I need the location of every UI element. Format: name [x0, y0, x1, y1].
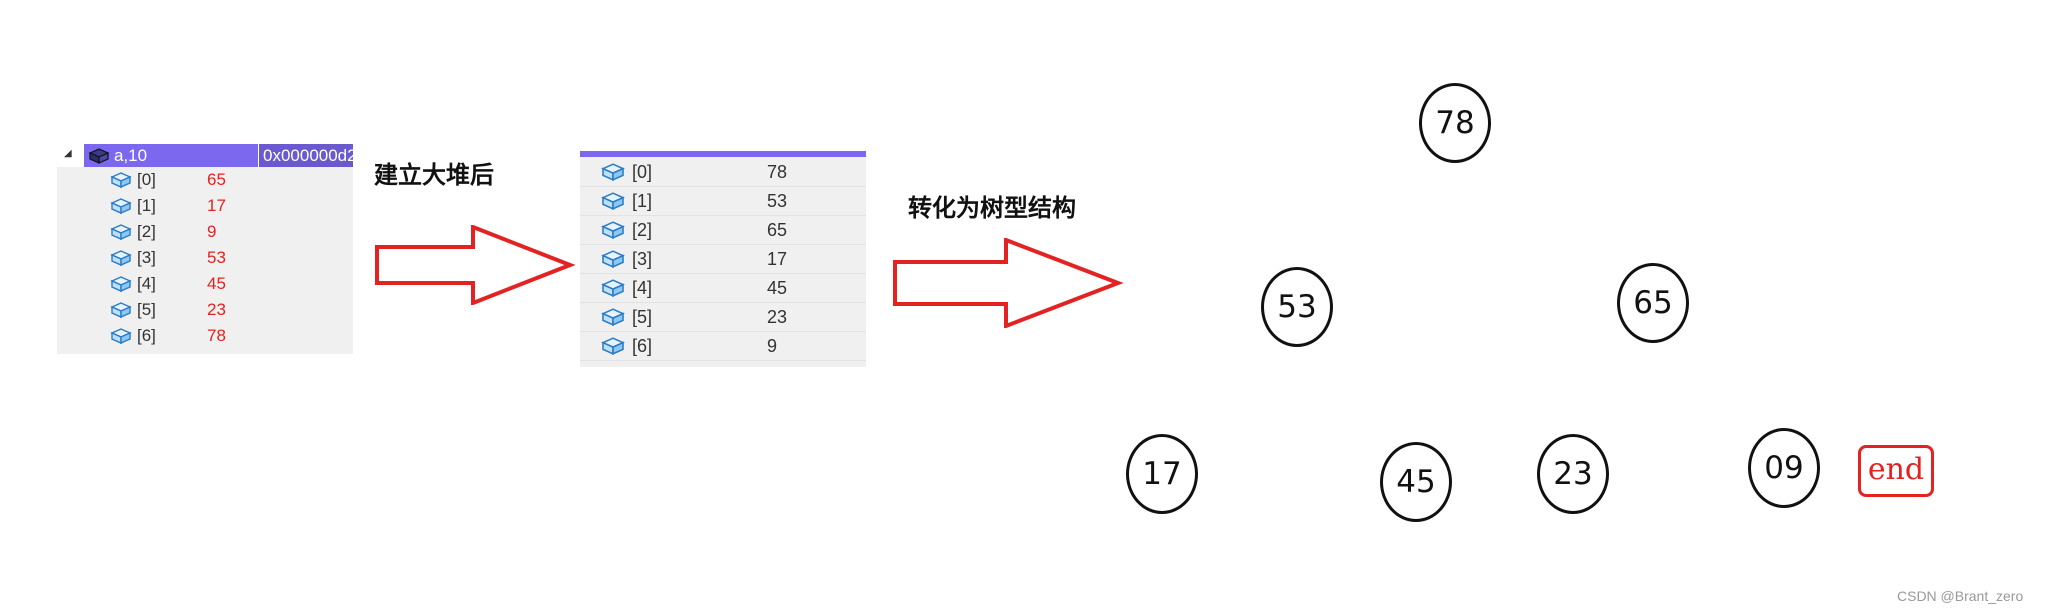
caption-to-tree: 转化为树型结构 [908, 193, 1076, 222]
row-index: [3] [632, 249, 653, 269]
field-icon [601, 337, 625, 355]
watch-panel-before: ◢ a,10 0x000000d23deff9 [0] 65 [57, 144, 353, 354]
field-icon [110, 250, 132, 267]
row-index: [1] [632, 191, 653, 211]
field-icon [110, 328, 132, 345]
field-icon [110, 302, 132, 319]
watch-row[interactable]: [2] 65 [580, 216, 866, 245]
object-icon [88, 148, 110, 164]
row-index: [0] [137, 170, 156, 189]
field-icon [601, 250, 625, 268]
right-arrow-icon [375, 225, 575, 305]
field-icon [110, 172, 132, 189]
end-label: end [1858, 445, 1934, 497]
row-value: 9 [207, 222, 217, 241]
row-value: 78 [767, 162, 788, 182]
tree-node-left: 53 [1261, 267, 1333, 347]
row-index: [4] [137, 274, 156, 293]
row-index: [4] [632, 278, 653, 298]
watch-row[interactable]: [4] 45 [57, 272, 353, 298]
watch-row[interactable]: [3] 17 [580, 245, 866, 274]
row-index: [6] [137, 326, 156, 345]
tree-node-leaf: 09 [1748, 428, 1820, 508]
field-icon [110, 224, 132, 241]
row-value: 23 [767, 307, 788, 327]
watch-header-strip [580, 151, 866, 157]
row-value: 45 [767, 278, 788, 298]
row-value: 53 [767, 191, 788, 211]
row-index: [2] [632, 220, 653, 240]
row-value: 78 [207, 326, 226, 345]
watch-row[interactable]: [0] 65 [57, 168, 353, 194]
caption-build-heap: 建立大堆后 [374, 160, 494, 189]
tree-node-root: 78 [1419, 83, 1491, 163]
field-icon [110, 276, 132, 293]
row-index: [5] [632, 307, 653, 327]
tree-node-leaf: 17 [1126, 434, 1198, 514]
row-value: 65 [207, 170, 226, 189]
field-icon [601, 279, 625, 297]
row-index: [1] [137, 196, 156, 215]
watch-row[interactable]: [1] 17 [57, 194, 353, 220]
row-index: [3] [137, 248, 156, 267]
row-value: 9 [767, 336, 778, 356]
watch-row[interactable]: [3] 53 [57, 246, 353, 272]
watch-row[interactable]: [6] 9 [580, 332, 866, 361]
row-index: [2] [137, 222, 156, 241]
field-icon [601, 221, 625, 239]
field-icon [601, 308, 625, 326]
watch-header-row[interactable]: ◢ a,10 0x000000d23deff9 [57, 144, 353, 167]
row-value: 45 [207, 274, 226, 293]
collapse-triangle-icon[interactable]: ◢ [64, 148, 72, 159]
watch-row[interactable]: [1] 53 [580, 187, 866, 216]
watch-row[interactable]: [5] 23 [580, 303, 866, 332]
watch-panel-after: [0] 78 [1] 53 [2] 65 [580, 151, 866, 367]
tree-node-right: 65 [1617, 263, 1689, 343]
row-index: [6] [632, 336, 653, 356]
right-arrow-icon [893, 238, 1123, 328]
row-index: [0] [632, 162, 653, 182]
row-value: 65 [767, 220, 788, 240]
variable-name-cell: a,10 [84, 144, 258, 167]
watch-row[interactable]: [0] 78 [580, 158, 866, 187]
row-value: 17 [207, 196, 226, 215]
field-icon [601, 163, 625, 181]
variable-address: 0x000000d23deff9 [259, 144, 353, 167]
variable-name: a,10 [114, 146, 148, 165]
tree-node-leaf: 45 [1380, 442, 1452, 522]
row-value: 23 [207, 300, 226, 319]
watch-row[interactable]: [4] 45 [580, 274, 866, 303]
watermark: CSDN @Brant_zero [1897, 588, 2024, 604]
row-value: 17 [767, 249, 788, 269]
row-value: 53 [207, 248, 226, 267]
field-icon [601, 192, 625, 210]
field-icon [110, 198, 132, 215]
watch-row[interactable]: [2] 9 [57, 220, 353, 246]
watch-row[interactable]: [5] 23 [57, 298, 353, 324]
tree-node-leaf: 23 [1537, 434, 1609, 514]
row-index: [5] [137, 300, 156, 319]
watch-row[interactable]: [6] 78 [57, 324, 353, 350]
